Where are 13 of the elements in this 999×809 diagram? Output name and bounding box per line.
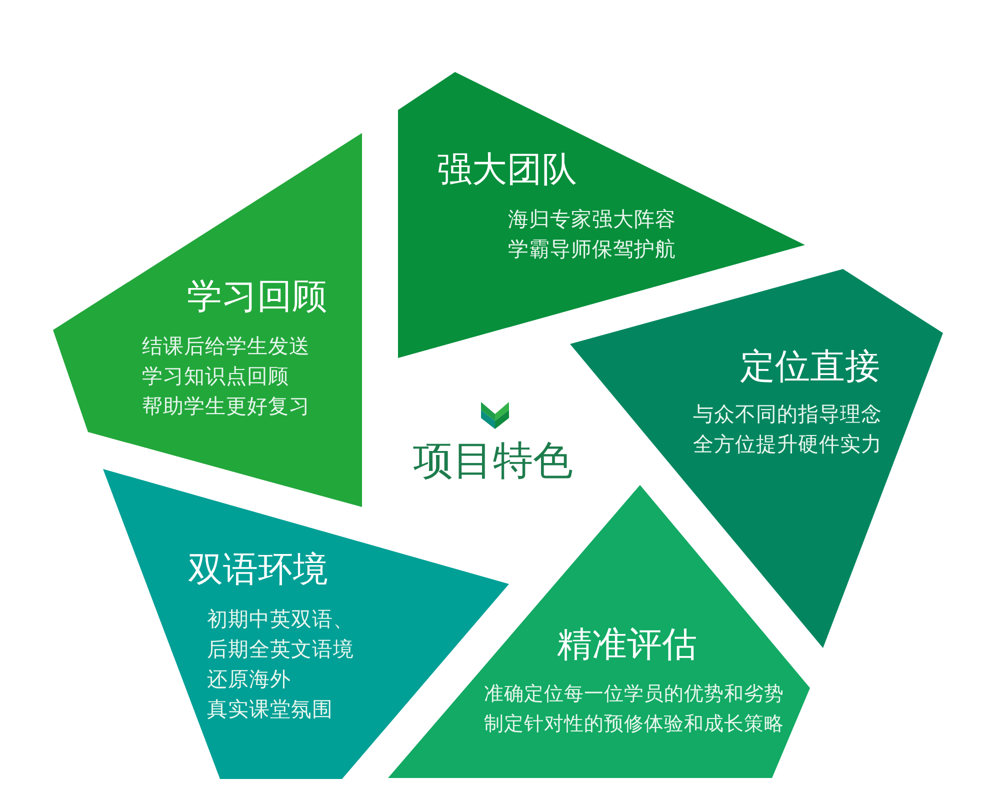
description: 与众不同的指导理念全方位提升硬件实力	[693, 401, 883, 458]
segment-panel	[388, 485, 810, 778]
description: 结课后给学生发送学习知识点回顾帮助学生更好复习	[142, 333, 311, 420]
heading: 精准评估	[557, 625, 697, 665]
segment-panel	[53, 133, 362, 507]
heading: 定位直接	[740, 347, 880, 387]
heading: 学习回顾	[187, 277, 327, 317]
description: 海归专家强大阵容学霸导师保驾护航	[508, 206, 677, 263]
description: 准确定位每一位学员的优势和劣势制定针对性的预修体验和成长策略	[484, 681, 784, 737]
description: 初期中英双语、后期全英文语境还原海外真实课堂氛围	[207, 606, 355, 723]
heading: 双语环境	[188, 550, 328, 590]
title: 项目特色	[413, 438, 573, 484]
heading: 强大团队	[437, 150, 577, 190]
